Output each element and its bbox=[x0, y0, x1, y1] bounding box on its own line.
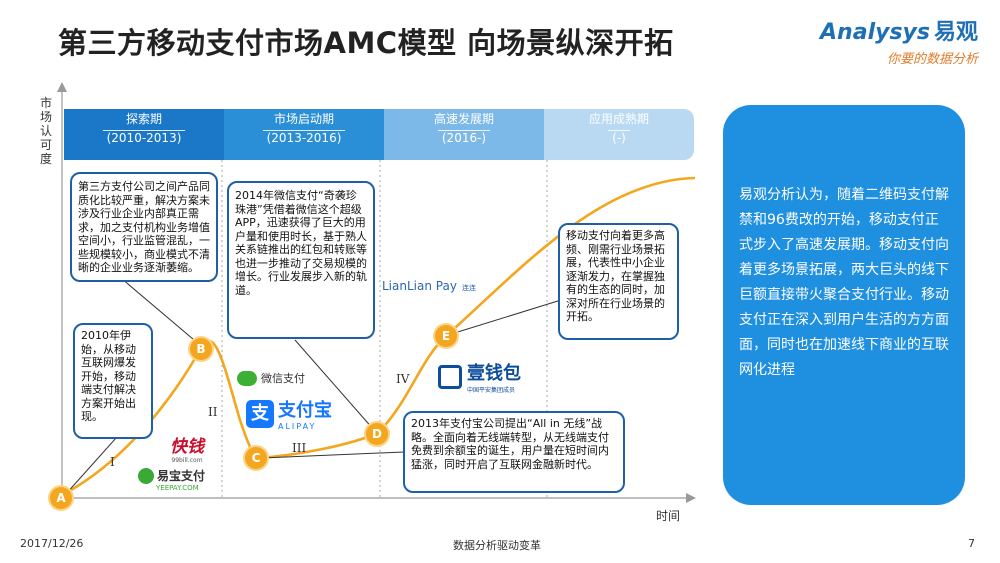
wechat-pay-logo: 微信支付 bbox=[237, 370, 305, 386]
bubble-2010-mobile: 2010年伊始，从移动互联网爆发开始，移动端支付解决方案开始出现。 bbox=[73, 323, 153, 439]
phase-1-years: (2010-2013) bbox=[102, 130, 186, 146]
phase-3-name: 高速发展期 bbox=[433, 112, 494, 126]
yiqianbao-logo: 壹钱包 中国平安集团成员 bbox=[438, 359, 521, 394]
yeepay-sub: YEEPAY.COM bbox=[156, 484, 199, 492]
kuaiqian-sub: 99bill.com bbox=[171, 457, 203, 464]
phase-4-name: 应用成熟期 bbox=[588, 112, 649, 126]
logo-brand: Analysys bbox=[820, 20, 930, 45]
phase-3-years: (2016-) bbox=[437, 130, 491, 146]
yiqianbao-sub: 中国平安集团成员 bbox=[467, 387, 516, 394]
x-axis-label: 时间 bbox=[656, 509, 681, 523]
pointer-d-top bbox=[294, 339, 375, 431]
amc-curve bbox=[61, 176, 696, 497]
analysis-summary-text: 易观分析认为，随着二维码支付解禁和96费改的开始，移动支付正式步入了高速发展期。… bbox=[739, 187, 949, 378]
phase-1-name: 探索期 bbox=[125, 112, 162, 126]
phase-launch: 市场启动期 (2013-2016) bbox=[224, 109, 384, 160]
wechat-name: 微信支付 bbox=[261, 372, 305, 385]
logo-slogan: 你要的数据分析 bbox=[886, 52, 978, 67]
lianlian-name: LianLian Pay bbox=[382, 279, 457, 293]
lianlian-cn: 连连 bbox=[462, 284, 477, 292]
footer-tagline: 数据分析驱动变革 bbox=[453, 539, 541, 552]
bubble-homogenization: 第三方支付公司之间产品同质化比较严重，解决方案未涉及行业企业内部真正需求，加之支… bbox=[70, 172, 218, 282]
lianlian-pay-logo: LianLian Pay 连连 bbox=[382, 275, 476, 294]
alipay-icon: 支 bbox=[246, 399, 274, 428]
pointer-e bbox=[447, 299, 562, 336]
analysis-summary-box: 易观分析认为，随着二维码支付解禁和96费改的开始，移动支付正式步入了高速发展期。… bbox=[723, 105, 965, 505]
phase-4-years: (-) bbox=[608, 130, 630, 146]
yiqianbao-name: 壹钱包 bbox=[467, 363, 521, 384]
bubble-scenario-expansion: 移动支付向着更多高频、刚需行业场景拓展，代表性中小企业逐渐发力，在掌握独有的生态… bbox=[558, 223, 679, 340]
bubble-wechat-pay: 2014年微信支付“奇袭珍珠港”凭借着微信这个超级APP，迅速获得了巨大的用户量… bbox=[227, 181, 375, 339]
logo-brand-cn: 易观 bbox=[933, 20, 978, 45]
phase-exploration: 探索期 (2010-2013) bbox=[64, 109, 224, 160]
page-number: 7 bbox=[968, 537, 975, 550]
alipay-name: 支付宝 bbox=[278, 400, 332, 421]
kuaiqian-name: 快钱 bbox=[170, 437, 204, 457]
pointer-b bbox=[114, 272, 201, 346]
stage-2-label: II bbox=[208, 405, 218, 419]
wechat-icon bbox=[237, 370, 257, 386]
y-axis-arrow bbox=[57, 82, 67, 92]
kuaiqian-logo: 快钱 99bill.com bbox=[170, 432, 204, 464]
footer-date: 2017/12/26 bbox=[20, 537, 84, 550]
stage-1-label: I bbox=[110, 455, 115, 469]
yeepay-name: 易宝支付 bbox=[157, 469, 206, 483]
node-b: B bbox=[190, 338, 212, 360]
yiqianbao-icon bbox=[438, 364, 462, 389]
node-a: A bbox=[50, 487, 72, 509]
yeepay-logo: 易宝支付 YEEPAY.COM bbox=[138, 467, 205, 492]
pointer-c bbox=[261, 451, 405, 459]
x-axis-arrow bbox=[686, 493, 696, 503]
page-title: 第三方移动支付市场AMC模型 向场景纵深开拓 bbox=[58, 26, 674, 60]
phase-rapid-growth: 高速发展期 (2016-) bbox=[384, 109, 544, 160]
alipay-sub: ALIPAY bbox=[278, 422, 317, 431]
phase-maturity: 应用成熟期 (-) bbox=[544, 109, 694, 160]
stage-4-label: IV bbox=[396, 372, 410, 386]
stage-3-label: III bbox=[292, 441, 307, 455]
yeepay-icon bbox=[138, 467, 154, 484]
phase-2-years: (2013-2016) bbox=[262, 130, 346, 146]
phase-2-name: 市场启动期 bbox=[273, 112, 334, 126]
node-d: D bbox=[366, 423, 388, 445]
node-e: E bbox=[435, 325, 457, 347]
alipay-logo: 支 支付宝 ALIPAY bbox=[246, 396, 332, 431]
node-c: C bbox=[245, 447, 267, 469]
y-axis-label: 市场认可度 bbox=[40, 96, 53, 166]
bubble-alipay-wireless: 2013年支付宝公司提出“All in 无线”战略。全面向着无线端转型，从无线端… bbox=[403, 411, 625, 493]
